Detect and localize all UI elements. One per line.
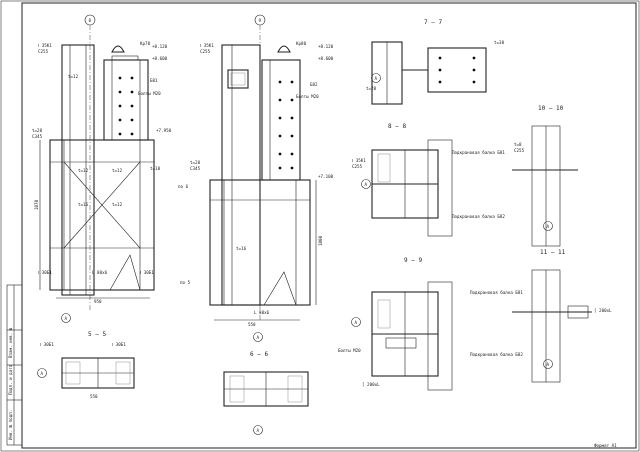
callout-i30b1-4: Ⅰ 30Б1 [112,342,126,347]
section-7-7: 7 – 7 А t=30 t=20 [366,19,505,105]
axis-label-A-4: А [257,428,260,433]
callout-c255-2: С255 [200,49,211,54]
axis-label-A-6: А [365,182,368,187]
callout-t20-3: t=20 [366,86,377,91]
callout-t20-1: t=20 [32,128,43,133]
callout-channel-200-2: [ 200хL [594,308,612,313]
section-6-6: 6 – 6 А [223,351,309,435]
callout-crane-beam-b82-2: Подкрановая балка Б82 [470,352,523,357]
section-5-5: 5 – 5 А Ⅰ 30Б1 Ⅰ 30Б1 550 [37,331,135,399]
callout-t12-4: t=12 [112,202,123,207]
section-title-11-11: 11 – 11 [540,249,566,256]
stamp-label-2: Подп. и дата [8,364,13,395]
elev-8120-2: +8.120 [318,44,334,49]
callout-b81: Б81 [150,78,158,83]
callout-bolts-m20-3: Болты М20 [338,348,361,353]
axis-bubble-A-2 [253,332,263,342]
elev-8600-1: +8.600 [152,56,168,61]
left-stamp: Инв. № подл. Подп. и дата Взам. инв. № [6,284,23,446]
axis-label-8: 8 [89,18,92,23]
callout-i35k1-3: Ⅰ 35К1 [352,158,366,163]
axis-label-A-7: А [355,320,358,325]
callout-crane-beam-b81-1: Подкрановая балка Б81 [452,150,505,155]
bolt-group-3 [438,56,476,84]
callout-po5: по 5 [180,280,191,285]
section-title-7-7: 7 – 7 [424,19,442,26]
elev-8600-2: +8.600 [318,56,334,61]
callout-crane-beam-b82-1: Подкрановая балка Б82 [452,214,505,219]
callout-t20-2: t=20 [190,160,201,165]
section-title-6-6: 6 – 6 [250,351,268,358]
axis-label-A-9: А [547,362,550,367]
section-10-10: 10 – 10 t=8 С255 А [512,105,578,247]
callout-c255-3: С255 [352,164,363,169]
column-elevation-2: 9 550 1000 Ⅰ 35К1 С255 Кр80 +8.120 +8.60… [178,14,334,342]
axis-label-A-3: А [41,371,44,376]
elev-8120-1: +8.120 [152,44,168,49]
callout-i35k1-2: Ⅰ 35К1 [200,43,214,48]
callout-c255-4: С255 [514,148,525,153]
axis-label-A-2: А [257,335,260,340]
dim-1070: 1070 [34,199,39,210]
callout-i35k1-1: Ⅰ 35К1 [38,43,52,48]
section-title-9-9: 9 – 9 [404,257,422,264]
callout-channel-200-1: [ 200хL [362,382,380,387]
stamp-label-1: Инв. № подл. [8,410,13,440]
dim-550: 550 [248,322,256,327]
callout-c345-1: С345 [32,134,43,139]
axis-label-9: 9 [259,18,262,23]
bolt-group-2 [278,80,294,170]
axis-bubble-A-1 [61,313,71,323]
column-elevation-1: 8 950 1070 Ⅰ 35К1 [32,14,172,323]
section-title-5-5: 5 – 5 [88,331,106,338]
section-8-8: 8 – 8 Подкрановая балка Б81 Подкрановая … [352,123,505,237]
callout-t12-3: t=12 [112,168,123,173]
callout-kr80: Кр80 [296,41,307,46]
callout-c255-1: С255 [38,49,49,54]
sheet-inner-frame [21,2,637,449]
format-label: Формат А1 [594,443,617,448]
axis-label-A-5: А [375,76,378,81]
callout-b82: Б82 [310,82,318,87]
elev-7950-1: +7.950 [156,128,172,133]
bolt-group-1 [118,76,134,136]
stamp-label-3: Взам. инв. № [8,327,13,358]
callout-t8-1: t=8 [514,142,522,147]
callout-t12-2: t=12 [78,168,89,173]
callout-t30: t=30 [494,40,505,45]
callout-l80x6-2: L 80х6 [254,310,270,315]
callout-crane-beam-b81-2: Подкрановая балка Б81 [470,290,523,295]
section-title-10-10: 10 – 10 [538,105,564,112]
section-11-11: 11 – 11 [ 200хL А [512,249,612,383]
dim-1000: 1000 [318,235,323,246]
callout-c345-2: С345 [190,166,201,171]
callout-kr70: Кр70 [140,41,151,46]
section-9-9: 9 – 9 Подкрановая балка Б81 Подкрановая … [338,257,523,391]
callout-po6: по 6 [178,184,189,189]
callout-t10-1: t=10 [150,166,161,171]
axis-label-A-8: А [547,224,550,229]
callout-i30b1-1: Ⅰ 30Б1 [38,270,52,275]
section-title-8-8: 8 – 8 [388,123,406,130]
callout-l80x6-1: L 80х6 [92,270,108,275]
callout-t16-2: t=16 [236,246,247,251]
dim-550-b: 550 [90,394,98,399]
dim-950: 950 [94,299,102,304]
callout-t16-1: t=16 [78,202,89,207]
axis-label-A-1: А [65,316,68,321]
elev-7100: +7.100 [318,174,334,179]
callout-i30b1-3: Ⅰ 30Б1 [40,342,54,347]
callout-bolts-m20-2: Болты М20 [296,94,319,99]
callout-bolts-m20-1: Болты М20 [138,91,161,96]
callout-i30b1-2: Ⅰ 30Б1 [140,270,154,275]
callout-t12-1: t=12 [68,74,79,79]
